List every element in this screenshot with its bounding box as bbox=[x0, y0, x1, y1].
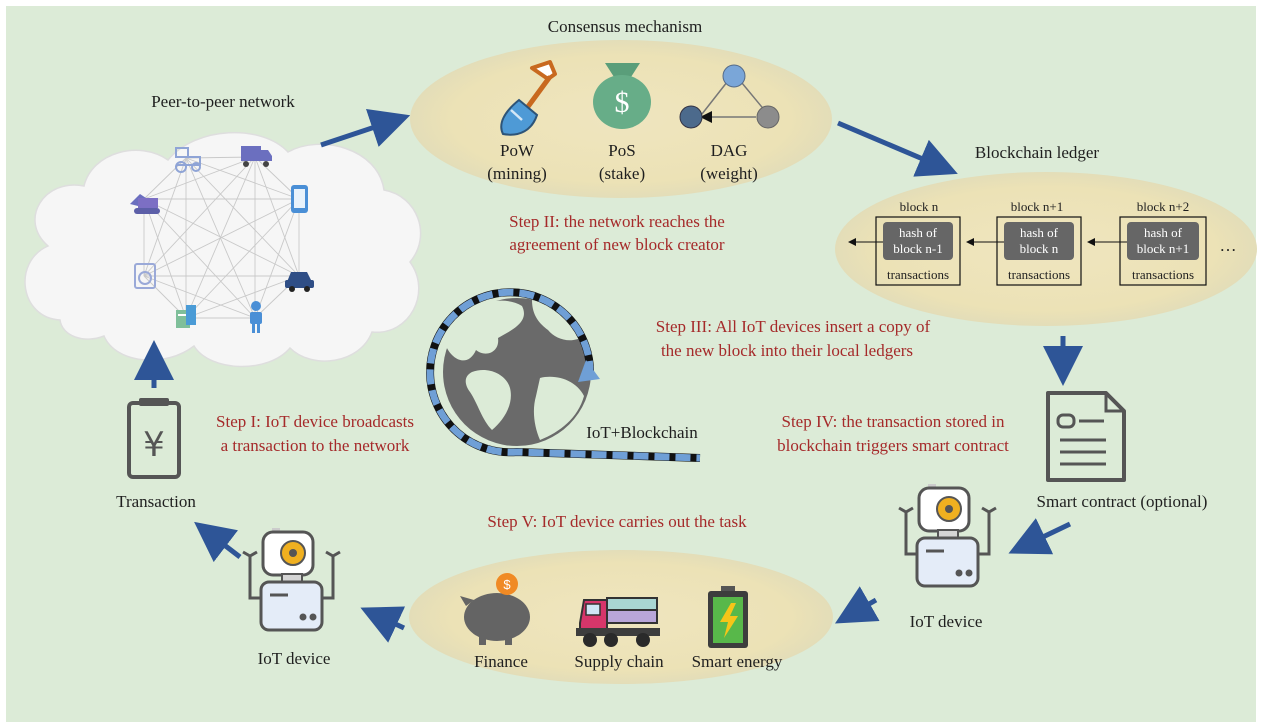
app-smart-energy-label: Smart energy bbox=[692, 652, 783, 671]
globe-label: IoT+Blockchain bbox=[586, 423, 698, 442]
washing-machine-icon bbox=[134, 263, 156, 289]
step1-line2: a transaction to the network bbox=[221, 436, 410, 455]
step4-line2: blockchain triggers smart contract bbox=[777, 436, 1009, 455]
step5-line1: Step V: IoT device carries out the task bbox=[487, 512, 747, 531]
arrow-iot-to-applications bbox=[834, 586, 880, 624]
consensus-title: Consensus mechanism bbox=[548, 17, 702, 36]
car-icon bbox=[285, 272, 314, 292]
pos-label: PoS bbox=[608, 141, 635, 160]
truck-icon bbox=[241, 146, 272, 167]
yen-symbol: ¥ bbox=[143, 425, 165, 465]
ledger-block-1: block n+1 hash of block n transactions bbox=[996, 199, 1082, 286]
step1-line1: Step I: IoT device broadcasts bbox=[216, 412, 414, 431]
globe-ring-arrowhead bbox=[578, 360, 600, 382]
transaction-label: Transaction bbox=[116, 492, 196, 511]
shovel-icon bbox=[500, 60, 557, 136]
iot-right-label: IoT device bbox=[910, 612, 983, 631]
block-hash-line1-2: hash of bbox=[1144, 225, 1183, 240]
tractor-icon bbox=[175, 147, 201, 173]
block-footer-2: transactions bbox=[1132, 267, 1194, 282]
coin-dollar-sign: $ bbox=[503, 577, 511, 592]
phone-icon bbox=[291, 185, 308, 213]
arrow-applications-to-iot bbox=[360, 606, 406, 643]
bag-dollar-sign: $ bbox=[615, 86, 630, 119]
globe-ring-dashed bbox=[426, 288, 701, 462]
piggy-bank-icon: $ bbox=[460, 573, 530, 645]
dag-sublabel: (weight) bbox=[700, 164, 758, 183]
app-supply-chain-label: Supply chain bbox=[574, 652, 664, 671]
arrow-contract-to-iot bbox=[1008, 518, 1072, 555]
person-icon bbox=[250, 301, 262, 333]
network-title: Peer-to-peer network bbox=[151, 92, 295, 111]
block-header-1: block n+1 bbox=[1011, 199, 1063, 214]
arrow-iot-to-transaction bbox=[194, 521, 242, 563]
pow-sublabel: (mining) bbox=[487, 164, 547, 183]
card-terminal-icon bbox=[176, 305, 196, 328]
smart-contract-label: Smart contract (optional) bbox=[1037, 492, 1208, 511]
arrow-consensus-to-ledger bbox=[837, 120, 958, 177]
money-bag-icon: $ bbox=[593, 63, 651, 129]
block-footer-1: transactions bbox=[1008, 267, 1070, 282]
network-cloud bbox=[24, 131, 422, 368]
ledger-block-0: block n hash of block n-1 transactions bbox=[875, 199, 961, 286]
step2-line1: Step II: the network reaches the bbox=[509, 212, 725, 231]
step3-line2: the new block into their local ledgers bbox=[661, 341, 913, 360]
supply-truck-icon bbox=[576, 597, 660, 647]
pos-sublabel: (stake) bbox=[599, 164, 645, 183]
block-hash-line2-0: block n-1 bbox=[893, 241, 942, 256]
robot-icon-left bbox=[242, 528, 341, 632]
block-footer-0: transactions bbox=[887, 267, 949, 282]
mesh-links bbox=[143, 156, 300, 319]
ledger-ellipsis: … bbox=[1220, 236, 1237, 255]
step3-line1: Step III: All IoT devices insert a copy … bbox=[656, 317, 931, 336]
app-finance-label: Finance bbox=[474, 652, 528, 671]
globe-icon bbox=[443, 298, 591, 446]
excavator-icon bbox=[130, 194, 160, 214]
block-header-2: block n+2 bbox=[1137, 199, 1189, 214]
dag-label: DAG bbox=[711, 141, 748, 160]
iot-left-label: IoT device bbox=[258, 649, 331, 668]
ledger-block-2: block n+2 hash of block n+1 transactions bbox=[1119, 199, 1207, 286]
transaction-icon: ¥ bbox=[127, 398, 181, 479]
robot-icon-right bbox=[898, 484, 997, 588]
block-hash-line1-1: hash of bbox=[1020, 225, 1059, 240]
battery-icon bbox=[708, 586, 748, 648]
dag-graph-icon bbox=[679, 64, 780, 129]
ledger-title: Blockchain ledger bbox=[975, 143, 1099, 162]
block-header-0: block n bbox=[900, 199, 939, 214]
contract-document-icon bbox=[1046, 391, 1126, 482]
block-hash-line2-2: block n+1 bbox=[1137, 241, 1189, 256]
arrow-network-to-consensus bbox=[320, 108, 411, 148]
step4-line1: Step IV: the transaction stored in bbox=[782, 412, 1005, 431]
pow-label: PoW bbox=[500, 141, 535, 160]
step2-line2: agreement of new block creator bbox=[509, 235, 725, 254]
block-hash-line1-0: hash of bbox=[899, 225, 938, 240]
block-hash-line2-1: block n bbox=[1020, 241, 1059, 256]
